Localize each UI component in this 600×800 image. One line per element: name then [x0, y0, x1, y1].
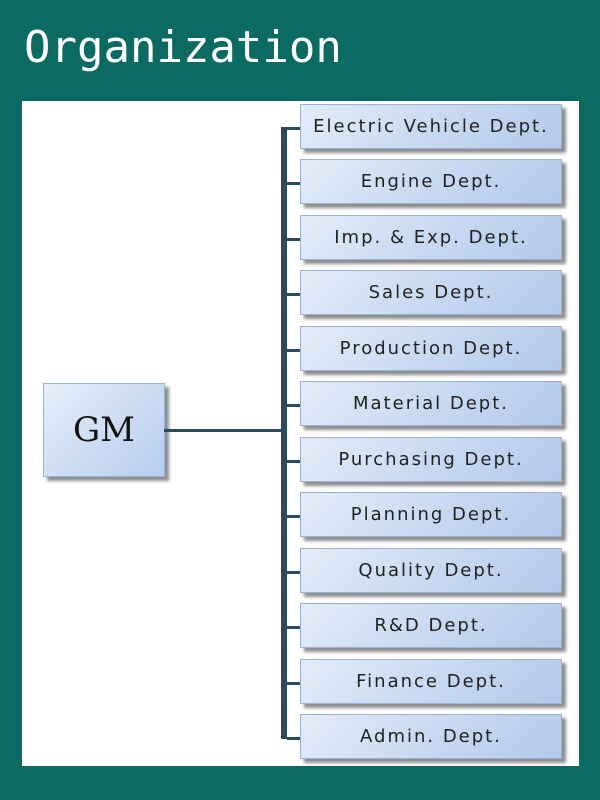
dept-node-material: Material Dept. [300, 381, 562, 426]
dept-node-imp-exp: Imp. & Exp. Dept. [300, 215, 562, 260]
org-chart-panel: GM Electric Vehicle Dept. Engine Dept. I… [22, 101, 579, 766]
dept-connector [287, 349, 300, 352]
dept-connector [287, 571, 300, 574]
dept-connector [287, 682, 300, 685]
dept-node-planning: Planning Dept. [300, 492, 562, 537]
dept-connector [287, 626, 300, 629]
dept-connector [287, 182, 300, 185]
root-node-gm: GM [43, 383, 165, 477]
root-connector [164, 429, 282, 432]
dept-connector [287, 404, 300, 407]
dept-node-electric-vehicle: Electric Vehicle Dept. [300, 104, 562, 149]
dept-node-r-and-d: R&D Dept. [300, 603, 562, 648]
dept-node-production: Production Dept. [300, 326, 562, 371]
dept-node-purchasing: Purchasing Dept. [300, 437, 562, 482]
dept-node-engine: Engine Dept. [300, 159, 562, 204]
page-title: Organization [24, 22, 342, 73]
department-spine [281, 127, 287, 739]
dept-connector [287, 127, 300, 130]
dept-node-finance: Finance Dept. [300, 659, 562, 704]
dept-connector [287, 238, 300, 241]
dept-connector [287, 293, 300, 296]
dept-node-admin: Admin. Dept. [300, 714, 562, 759]
dept-connector [287, 515, 300, 518]
dept-connector [287, 737, 300, 740]
dept-node-sales: Sales Dept. [300, 270, 562, 315]
dept-connector [287, 460, 300, 463]
dept-node-quality: Quality Dept. [300, 548, 562, 593]
